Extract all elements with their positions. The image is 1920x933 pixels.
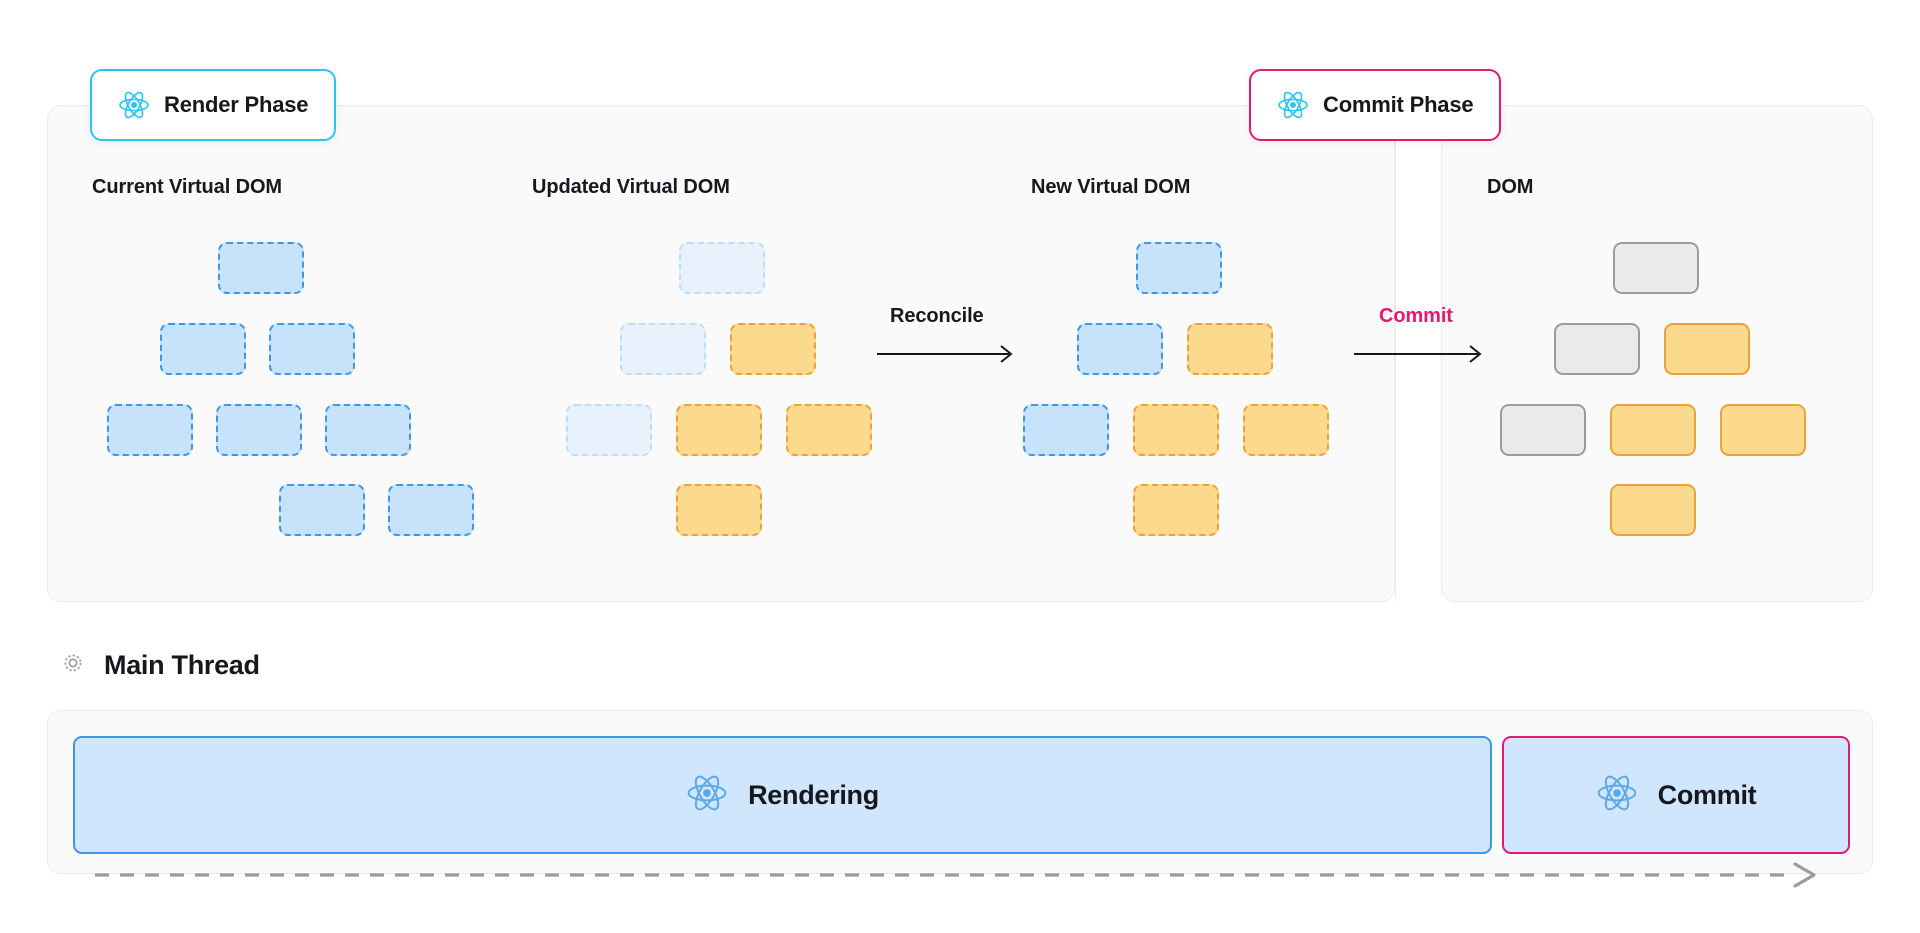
tree-node xyxy=(218,242,304,294)
main-thread-title: Main Thread xyxy=(104,650,260,680)
gear-icon xyxy=(60,650,86,681)
tree-node xyxy=(269,323,355,375)
column-title-current-virtual-dom: Current Virtual DOM xyxy=(92,176,282,198)
tree-node xyxy=(1136,242,1222,294)
tree-node xyxy=(676,484,762,536)
rendering-bar[interactable]: Rendering xyxy=(73,736,1492,854)
commit-phase-badge[interactable]: Commit Phase xyxy=(1249,69,1502,141)
tree-node xyxy=(216,404,302,456)
tree-node xyxy=(1077,323,1163,375)
reconcile-arrow-label: Reconcile xyxy=(890,305,984,327)
commit-bar-label: Commit xyxy=(1657,779,1757,810)
column-title-new-virtual-dom: New Virtual DOM xyxy=(1031,176,1191,198)
rendering-bar-label: Rendering xyxy=(748,779,879,810)
tree-node xyxy=(1610,484,1696,536)
tree-node xyxy=(160,323,246,375)
react-logo-icon xyxy=(1277,89,1309,121)
tree-node xyxy=(679,242,765,294)
tree-node xyxy=(1500,404,1586,456)
render-phase-badge[interactable]: Render Phase xyxy=(90,69,337,141)
tree-node xyxy=(325,404,411,456)
tree-node xyxy=(1554,323,1640,375)
tree-node xyxy=(388,484,474,536)
react-logo-icon xyxy=(118,89,150,121)
tree-node xyxy=(620,323,706,375)
main-thread-header: Main Thread xyxy=(60,650,260,681)
tree-node xyxy=(1613,242,1699,294)
tree-node xyxy=(730,323,816,375)
tree-node xyxy=(1720,404,1806,456)
tree-node xyxy=(1133,404,1219,456)
timeline-arrow xyxy=(95,862,1816,888)
tree-node xyxy=(1664,323,1750,375)
tree-node xyxy=(107,404,193,456)
commit-phase-label: Commit Phase xyxy=(1323,92,1474,117)
tree-node xyxy=(1023,404,1109,456)
commit-arrow-label: Commit xyxy=(1379,305,1453,327)
render-phase-label: Render Phase xyxy=(164,92,309,117)
tree-node xyxy=(1243,404,1329,456)
column-title-dom: DOM xyxy=(1487,176,1534,198)
tree-node xyxy=(566,404,652,456)
react-logo-icon xyxy=(1596,772,1638,819)
react-logo-icon xyxy=(686,772,728,819)
tree-node xyxy=(1610,404,1696,456)
tree-node xyxy=(279,484,365,536)
tree-node xyxy=(786,404,872,456)
column-title-updated-virtual-dom: Updated Virtual DOM xyxy=(532,176,730,198)
commit-bar[interactable]: Commit xyxy=(1502,736,1850,854)
tree-node xyxy=(1133,484,1219,536)
tree-node xyxy=(676,404,762,456)
tree-node xyxy=(1187,323,1273,375)
